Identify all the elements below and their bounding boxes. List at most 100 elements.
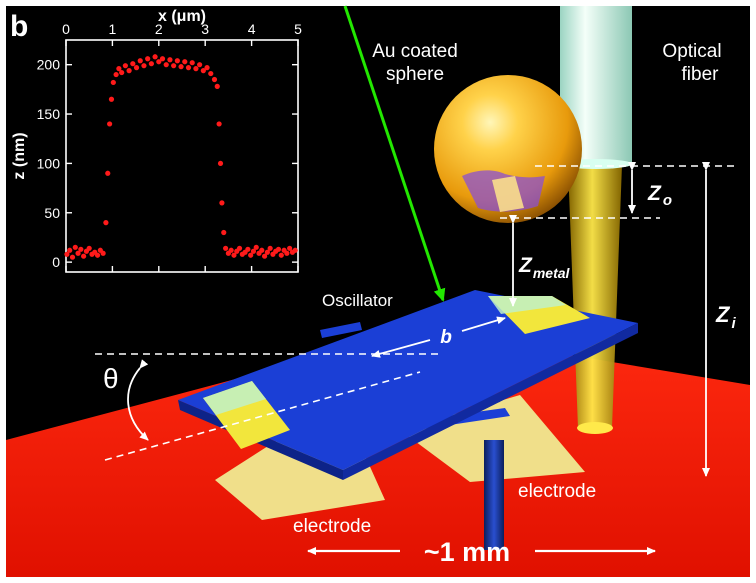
data-point bbox=[216, 121, 222, 127]
inset-y-ticks: 0 50 100 150 200 bbox=[37, 57, 298, 270]
z-i-sub: i bbox=[731, 315, 736, 332]
data-point bbox=[67, 247, 73, 253]
inset-y-axis-label: z (nm) bbox=[11, 132, 28, 179]
y-tick-label: 150 bbox=[37, 106, 61, 122]
data-point bbox=[126, 68, 132, 74]
data-point bbox=[185, 65, 192, 71]
z-o-sub: o bbox=[663, 192, 672, 209]
data-point bbox=[174, 58, 180, 64]
data-point bbox=[278, 252, 284, 258]
inset-x-axis-label: x (μm) bbox=[158, 8, 206, 25]
data-point bbox=[78, 246, 84, 252]
data-point bbox=[221, 229, 227, 236]
y-tick-label: 50 bbox=[44, 205, 60, 221]
sphere-label-line2: sphere bbox=[386, 64, 444, 85]
beam-spot bbox=[577, 422, 613, 434]
pointer-arrow bbox=[343, 5, 446, 302]
data-point bbox=[130, 61, 136, 67]
ref-line-tilt bbox=[104, 371, 421, 461]
data-point bbox=[116, 66, 122, 72]
electrode-right-label: electrode bbox=[518, 481, 596, 502]
b-arrow-right bbox=[461, 316, 506, 332]
x-tick-label: 4 bbox=[248, 21, 256, 37]
support-post bbox=[484, 440, 504, 550]
data-point bbox=[159, 56, 166, 62]
b-arrow-left bbox=[371, 339, 431, 358]
data-point bbox=[122, 63, 128, 69]
oscillator-anchor-tab bbox=[320, 322, 362, 338]
inset-chart: 0 1 2 3 4 5 0 50 100 150 200 x (μm) z (nm) bbox=[11, 8, 302, 273]
z-o-main: Z bbox=[647, 182, 662, 205]
x-tick-label: 1 bbox=[109, 21, 117, 37]
b-label: b bbox=[440, 327, 452, 348]
x-tick-label: 2 bbox=[155, 21, 163, 37]
data-point bbox=[193, 66, 199, 72]
data-point bbox=[284, 250, 290, 256]
data-point bbox=[100, 250, 106, 256]
data-point bbox=[163, 62, 169, 68]
sphere-reflection-highlight bbox=[492, 176, 524, 212]
data-point bbox=[103, 220, 109, 226]
fiber-label-line2: fiber bbox=[682, 64, 720, 85]
x-tick-label: 0 bbox=[62, 21, 70, 37]
data-point bbox=[152, 54, 158, 60]
data-point bbox=[204, 65, 210, 71]
data-point bbox=[223, 245, 229, 251]
data-point bbox=[231, 252, 237, 258]
oscillator-plate-edge-side bbox=[343, 323, 638, 480]
data-point bbox=[94, 252, 101, 258]
data-point bbox=[189, 60, 195, 66]
data-point bbox=[75, 250, 81, 256]
z-metal-sub: metal bbox=[533, 265, 571, 281]
inset-plot-frame bbox=[65, 39, 299, 273]
data-point bbox=[287, 245, 293, 251]
data-point bbox=[248, 252, 254, 258]
data-point bbox=[81, 253, 87, 259]
data-point bbox=[86, 245, 92, 251]
electrode-left-label: electrode bbox=[293, 516, 371, 537]
z-metal-label: Zmetal bbox=[518, 254, 571, 281]
data-point bbox=[211, 76, 218, 83]
data-point bbox=[275, 246, 282, 252]
x-tick-label: 3 bbox=[201, 21, 209, 37]
data-point bbox=[250, 248, 257, 254]
inset-x-ticks: 0 1 2 3 4 5 bbox=[62, 21, 302, 272]
y-tick-label: 100 bbox=[37, 155, 61, 171]
data-point bbox=[105, 170, 111, 176]
data-point bbox=[214, 83, 220, 89]
scale-bar-label: ~1 mm bbox=[424, 537, 510, 567]
data-point bbox=[141, 63, 147, 69]
z-metal-main: Z bbox=[518, 254, 533, 277]
gold-pad-right-highlight bbox=[488, 296, 566, 314]
data-point bbox=[167, 57, 173, 63]
data-point bbox=[156, 59, 162, 65]
theta-arc bbox=[127, 359, 149, 441]
fiber-label-line1: Optical bbox=[662, 41, 721, 62]
data-point bbox=[261, 253, 268, 259]
y-tick-label: 200 bbox=[37, 57, 61, 73]
data-point bbox=[228, 247, 234, 253]
data-point bbox=[217, 160, 224, 167]
theta-label: θ bbox=[103, 363, 119, 394]
data-point bbox=[236, 245, 243, 251]
y-tick-label: 0 bbox=[52, 254, 60, 270]
data-point bbox=[64, 251, 70, 257]
data-point bbox=[107, 121, 113, 127]
gold-pad-left-highlight bbox=[203, 381, 266, 415]
sphere-label-line1: Au coated bbox=[372, 41, 458, 62]
data-point bbox=[267, 245, 273, 251]
data-point bbox=[292, 247, 298, 253]
data-point bbox=[133, 65, 140, 71]
data-point bbox=[208, 70, 214, 77]
data-point bbox=[69, 254, 76, 260]
data-point bbox=[253, 244, 259, 250]
oscillator-plate bbox=[178, 290, 638, 470]
x-tick-label: 5 bbox=[294, 21, 302, 37]
data-point bbox=[259, 247, 265, 253]
light-beam bbox=[568, 165, 622, 428]
data-point bbox=[182, 59, 188, 65]
data-point bbox=[171, 63, 177, 69]
data-point bbox=[110, 79, 116, 86]
